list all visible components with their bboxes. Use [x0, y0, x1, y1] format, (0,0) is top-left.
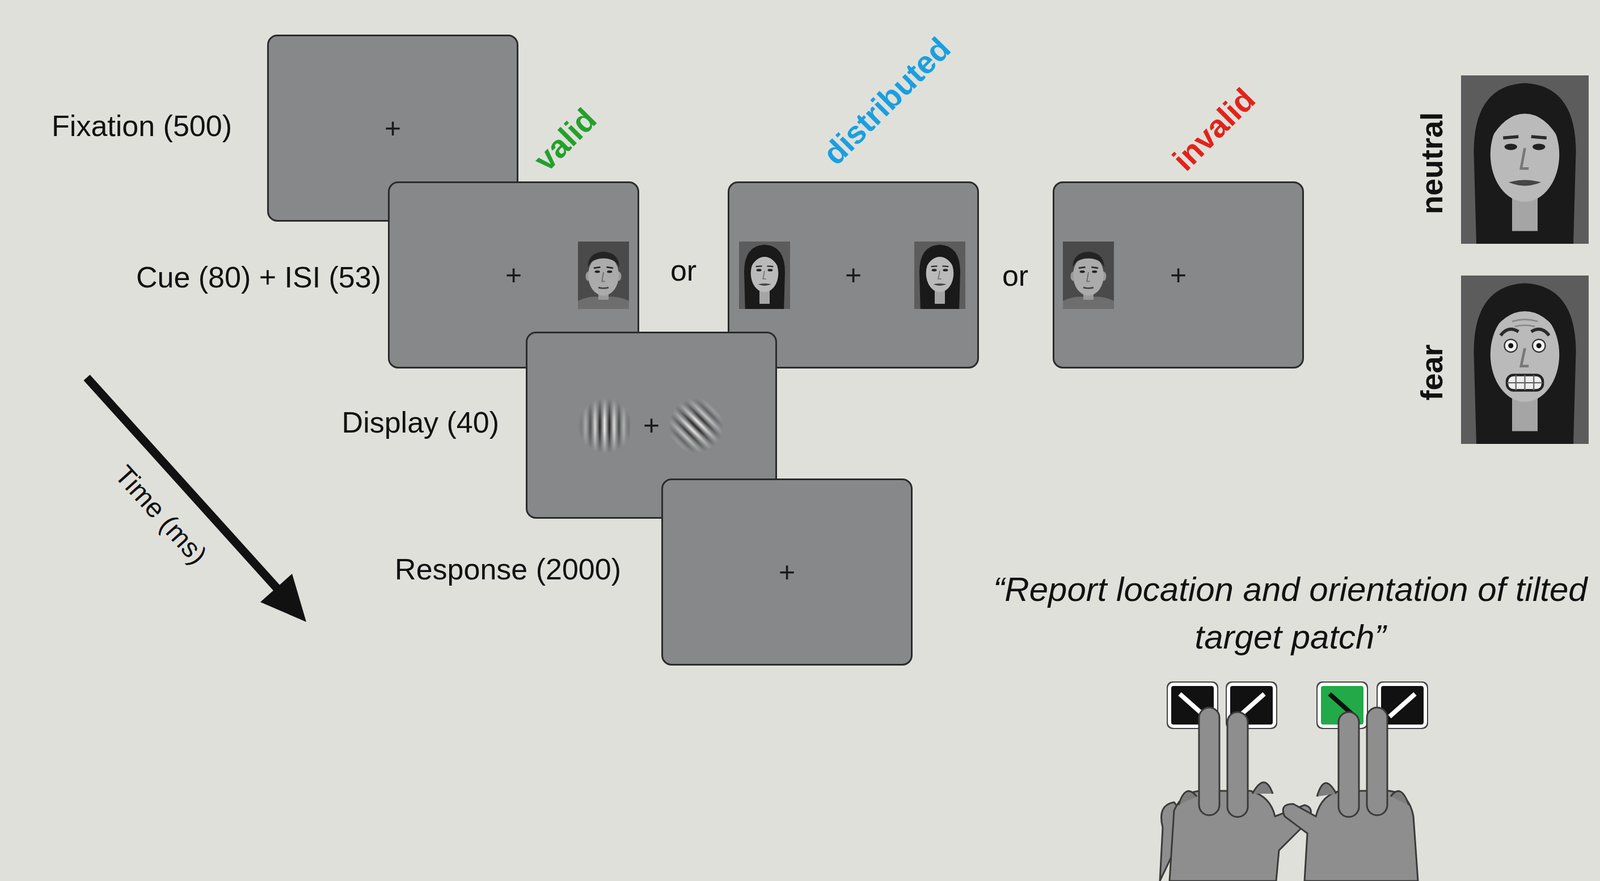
stage-label: Fixation (500): [51, 108, 232, 143]
stage-label: Response (2000): [394, 552, 622, 587]
right-hand: [1282, 707, 1418, 881]
example-faces: [1461, 75, 1589, 445]
stage-label-holder: Cue (80) + ISI (53): [136, 260, 382, 295]
stage-label-holder: Display (40): [342, 405, 500, 440]
fixation-cross-holder: +: [384, 114, 401, 143]
instruction-quote: “Report location and orientation of tilt…: [986, 566, 1594, 662]
emotion-label: fear: [1413, 344, 1450, 401]
emotion-label: neutral: [1413, 112, 1450, 215]
connector-word: or: [670, 253, 697, 288]
condition-label-holder: invalid: [1164, 80, 1262, 178]
stage-label-holder: Response (2000): [394, 552, 622, 587]
condition-label: valid: [526, 100, 604, 179]
fixation-cross: +: [505, 260, 522, 290]
fixation-cross: +: [384, 114, 401, 143]
axis-label-holder: Time (ms): [108, 459, 214, 571]
fixation-cross: +: [778, 558, 796, 587]
fixation-cross-holder: +: [505, 260, 522, 290]
fixation-cross: +: [845, 260, 862, 290]
fixation-cross: +: [1170, 260, 1187, 290]
instruction-quote-holder: “Report location and orientation of tilt…: [986, 566, 1594, 662]
condition-label: invalid: [1164, 80, 1262, 178]
condition-label-holder: valid: [526, 100, 604, 179]
left-hand: [1159, 707, 1311, 881]
fixation-cross: +: [643, 411, 660, 440]
stage-label-holder: Fixation (500): [51, 108, 232, 143]
time-arrow: [86, 377, 307, 623]
condition-label: distributed: [815, 30, 958, 173]
axis-label: Time (ms): [108, 459, 214, 571]
emotion-label-holder: fear: [1413, 344, 1450, 401]
screen-box: invalid+: [1052, 181, 1304, 369]
stage-label: Cue (80) + ISI (53): [136, 260, 382, 295]
stage-label: Display (40): [342, 405, 500, 440]
emotion-label-holder: neutral: [1413, 112, 1450, 215]
connector-word-holder: or: [670, 253, 697, 288]
fixation-cross-holder: +: [643, 411, 660, 440]
fixation-cross-holder: +: [778, 558, 796, 587]
fixation-cross-holder: +: [1170, 260, 1187, 290]
screen-box: Response (2000)+: [661, 478, 913, 666]
fixation-cross-holder: +: [845, 260, 862, 290]
connector-word: or: [1002, 258, 1029, 293]
connector-word-holder: or: [1002, 258, 1029, 293]
condition-label-holder: distributed: [815, 30, 958, 173]
